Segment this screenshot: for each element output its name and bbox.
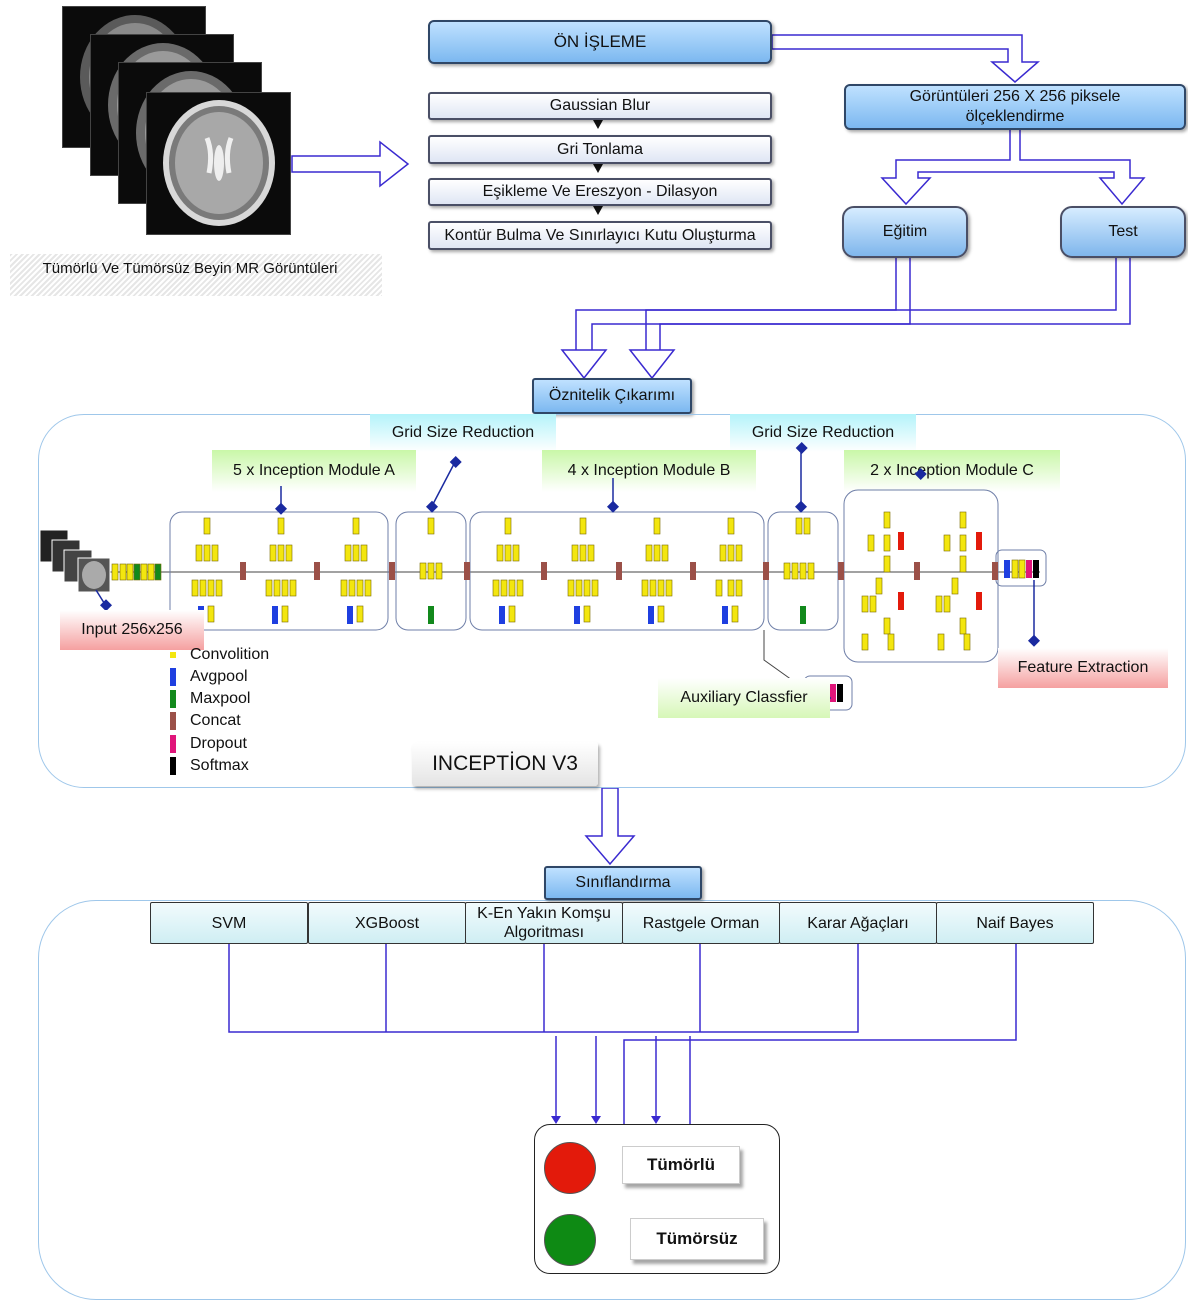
model-xgboost: XGBoost	[308, 902, 466, 944]
legend-swatch-convolution	[170, 652, 176, 658]
scaling-line-2: ölçeklendirme	[965, 108, 1065, 125]
no-tumor-indicator	[544, 1214, 596, 1266]
legend-swatch-avgpool	[170, 668, 176, 686]
model-naive-bayes: Naif Bayes	[936, 902, 1094, 944]
test-box: Test	[1060, 206, 1186, 258]
inception-panel	[38, 414, 1186, 788]
legend-dropout: Dropout	[170, 733, 247, 755]
legend-maxpool: Maxpool	[170, 688, 250, 710]
feature-extraction-box: Öznitelik Çıkarımı	[532, 378, 692, 414]
model-svm: SVM	[150, 902, 308, 944]
auxiliary-label: Auxiliary Classfier	[658, 678, 830, 718]
tumor-label: Tümörlü	[622, 1146, 740, 1184]
legend-swatch-maxpool	[170, 690, 176, 708]
step-gaussian-blur: Gaussian Blur	[428, 92, 772, 120]
module-b-label: 4 x Inception Module B	[542, 450, 756, 492]
inception-title: INCEPTİON V3	[412, 742, 598, 786]
legend-concat: Concat	[170, 710, 241, 732]
grid-reduction-1: Grid Size Reduction	[370, 414, 556, 452]
step-contour: Kontür Bulma Ve Sınırlayıcı Kutu Oluştur…	[428, 221, 772, 250]
legend-avgpool: Avgpool	[170, 666, 248, 688]
tumor-indicator	[544, 1142, 596, 1194]
legend-convolution: Convolition	[170, 644, 269, 666]
model-knn: K-En Yakın Komşu Algoritması	[465, 902, 623, 944]
train-box: Eğitim	[842, 206, 968, 258]
legend-swatch-dropout	[170, 735, 176, 753]
classification-title: Sınıflandırma	[544, 866, 702, 900]
mri-image-main	[146, 92, 291, 235]
module-c-label: 2 x Inception Module C	[844, 450, 1060, 492]
grid-reduction-2: Grid Size Reduction	[730, 414, 916, 452]
preprocessing-title: ÖN İŞLEME	[428, 20, 772, 64]
input-label: Input 256x256	[60, 610, 204, 650]
legend-softmax: Softmax	[170, 755, 249, 777]
mri-caption	[10, 254, 382, 296]
no-tumor-label: Tümörsüz	[630, 1218, 764, 1260]
step-grayscale: Gri Tonlama	[428, 135, 772, 164]
mri-caption-text: Tümörlü Ve Tümörsüz Beyin MR Görüntüleri	[42, 260, 338, 277]
model-random-forest: Rastgele Orman	[622, 902, 780, 944]
inception-to-classification-arrow-icon	[584, 787, 636, 866]
preprocess-to-scaling-arrow-icon	[771, 34, 1041, 83]
module-a-label: 5 x Inception Module A	[212, 450, 416, 492]
split-arrow-icon	[880, 127, 1146, 206]
model-decision-tree: Karar Ağaçları	[779, 902, 937, 944]
step-threshold: Eşikleme Ve Ereszyon - Dilasyon	[428, 178, 772, 206]
scaling-box: Görüntüleri 256 X 256 piksele ölçeklendi…	[844, 84, 1186, 130]
scaling-line-1: Görüntüleri 256 X 256 piksele	[909, 88, 1121, 105]
mri-arrow-icon	[291, 140, 410, 188]
legend-swatch-softmax	[170, 757, 176, 775]
inception-network	[39, 441, 1047, 711]
legend-swatch-concat	[170, 712, 176, 730]
feature-extraction-label: Feature Extraction	[998, 648, 1168, 688]
